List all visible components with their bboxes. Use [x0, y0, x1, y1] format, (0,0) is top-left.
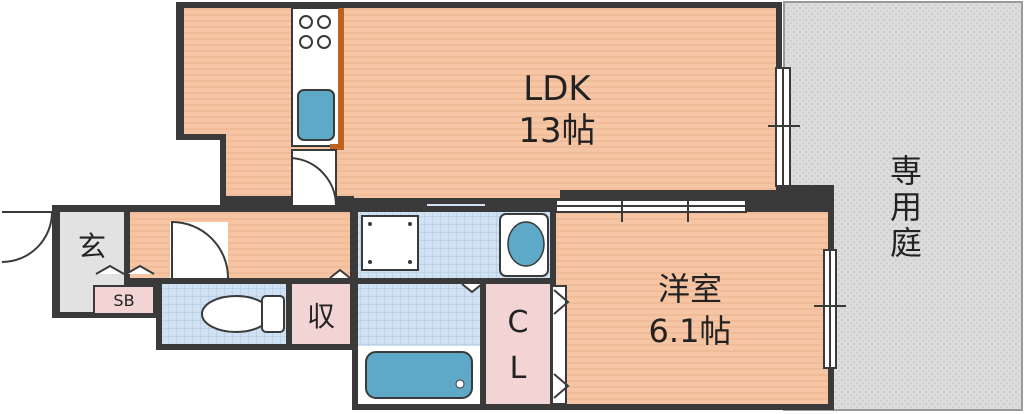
ldk-floor	[184, 8, 776, 205]
closet-label-l: L	[510, 351, 527, 386]
ldk-size-label: 13帖	[518, 111, 595, 151]
entrance-floor	[60, 212, 155, 315]
western-room-floor	[556, 212, 828, 404]
corridor-floor	[128, 212, 350, 278]
washroom	[358, 212, 550, 278]
closet-label-c: C	[508, 305, 529, 340]
entrance-label: 玄	[78, 230, 106, 263]
ldk-name-label: LDK	[523, 69, 592, 109]
garden-label-1: 専	[890, 152, 922, 190]
bathroom	[358, 284, 480, 404]
windows	[425, 67, 846, 369]
western-room-size-label: 6.1帖	[649, 312, 732, 350]
toilet-room	[162, 284, 286, 344]
kitchen-counter	[291, 7, 344, 150]
closet	[486, 284, 550, 404]
storage-room	[292, 284, 350, 344]
garden-label-3: 庭	[890, 224, 922, 262]
western-room-name-label: 洋室	[658, 270, 722, 308]
storage-label: 収	[307, 300, 335, 333]
doors	[1, 149, 570, 405]
shoebox-label: SB	[113, 291, 134, 310]
garden-label-2: 用	[890, 188, 922, 226]
